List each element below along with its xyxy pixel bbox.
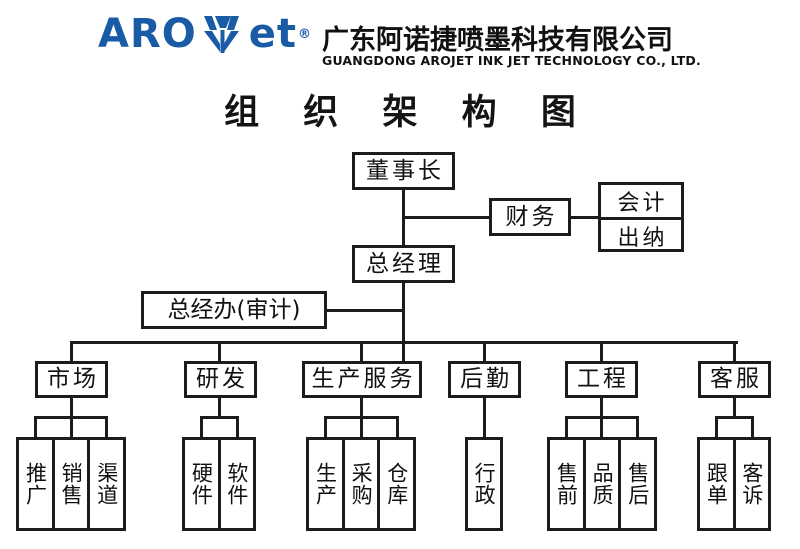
leaf-quality-label: 品质 (590, 462, 615, 506)
node-department-engineering-label: 工程 (577, 366, 629, 392)
leaf-warehouse[interactable]: 仓库 (380, 440, 413, 528)
leaf-pre-sales-label: 售前 (554, 462, 579, 506)
connector-engineering-child-1 (565, 416, 568, 438)
connector-logistics-to-admin (483, 396, 486, 438)
connector-department-bus (72, 341, 738, 344)
leaf-after-sales[interactable]: 售后 (621, 440, 654, 528)
connector-market-child-1 (34, 416, 37, 438)
node-gm-office-label: 总经办(审计) (167, 296, 301, 323)
leaf-purchasing[interactable]: 采购 (345, 440, 381, 528)
connector-service-stem (733, 396, 736, 418)
connector-bus-to-rd (218, 341, 221, 363)
leaf-market-promotion-label: 推广 (23, 462, 48, 506)
connector-production-child-3 (396, 416, 399, 438)
connector-rd-child-1 (200, 416, 203, 438)
leaf-market-channel-label: 渠道 (94, 462, 119, 506)
leaf-rd-software-label: 软件 (224, 462, 249, 506)
connector-service-child-1 (715, 416, 718, 438)
page-header: ARO et ® 广东阿诺捷喷墨科技有限公司 GUANGDO (0, 0, 800, 78)
node-chairman[interactable]: 董事长 (352, 152, 455, 190)
connector-production-stem (360, 396, 363, 418)
leaf-group-rd: 硬件 软件 (182, 437, 256, 531)
connector-rd-bar (200, 416, 239, 419)
node-department-production-service[interactable]: 生产服务 (302, 361, 422, 398)
node-gm-office[interactable]: 总经办(审计) (141, 291, 327, 329)
node-finance-label: 财务 (505, 203, 558, 230)
node-department-market-label: 市场 (47, 366, 99, 392)
leaf-pre-sales[interactable]: 售前 (550, 440, 586, 528)
connector-bus-to-market (70, 341, 73, 363)
node-department-logistics[interactable]: 后勤 (448, 361, 521, 398)
connector-market-stem (70, 396, 73, 418)
connector-engineering-child-2 (600, 416, 603, 438)
page-title: 组 织 架 构 图 (224, 93, 592, 133)
leaf-customer-complaint[interactable]: 客诉 (736, 440, 769, 528)
node-department-market[interactable]: 市场 (35, 361, 108, 398)
leaf-rd-software[interactable]: 软件 (221, 440, 254, 528)
node-department-logistics-label: 后勤 (460, 366, 512, 392)
node-department-engineering[interactable]: 工程 (565, 361, 638, 398)
connector-production-child-1 (324, 416, 327, 438)
company-name-en: GUANGDONG AROJET INK JET TECHNOLOGY CO.,… (322, 53, 701, 68)
connector-chairman-to-finance (402, 216, 491, 219)
leaf-administration-label: 行政 (472, 462, 497, 506)
arrow-leaf-mark-icon (201, 14, 245, 54)
leaf-market-promotion[interactable]: 推广 (19, 440, 55, 528)
connector-gm-to-gm-office (324, 309, 405, 312)
leaf-group-customer-service: 跟单 客诉 (697, 437, 771, 531)
connector-gm-trunk (402, 281, 405, 365)
company-name-cn: 广东阿诺捷喷墨科技有限公司 (322, 25, 673, 56)
leaf-order-follow-up[interactable]: 跟单 (700, 440, 736, 528)
connector-bus-to-engineering (600, 341, 603, 363)
connector-service-bar (715, 416, 754, 419)
node-accounting[interactable]: 会计 (601, 185, 681, 220)
leaf-after-sales-label: 售后 (625, 462, 650, 506)
connector-market-child-3 (105, 416, 108, 438)
leaf-quality[interactable]: 品质 (586, 440, 622, 528)
leaf-group-logistics: 行政 (465, 437, 503, 531)
logo-text-aro: ARO (98, 11, 197, 57)
connector-engineering-stem (600, 396, 603, 418)
leaf-purchasing-label: 采购 (349, 462, 374, 506)
company-logo: ARO et ® (98, 14, 311, 54)
node-finance[interactable]: 财务 (489, 198, 571, 236)
connector-service-child-2 (751, 416, 754, 438)
connector-rd-child-2 (236, 416, 239, 438)
connector-finance-to-accounting (569, 216, 600, 219)
leaf-rd-hardware-label: 硬件 (189, 462, 214, 506)
leaf-group-production-service: 生产 采购 仓库 (306, 437, 416, 531)
connector-bus-to-service (733, 341, 736, 363)
connector-bus-to-logistics (483, 341, 486, 363)
node-department-customer-service[interactable]: 客服 (698, 361, 771, 398)
connector-market-child-2 (70, 416, 73, 438)
leaf-group-engineering: 售前 品质 售后 (547, 437, 657, 531)
node-finance-children-group[interactable]: 会计 出纳 (598, 182, 684, 252)
leaf-production-label: 生产 (313, 462, 338, 506)
node-department-production-service-label: 生产服务 (311, 366, 416, 392)
registered-trademark-icon: ® (298, 26, 312, 42)
leaf-market-sales-label: 销售 (59, 462, 84, 506)
leaf-market-sales[interactable]: 销售 (55, 440, 91, 528)
leaf-warehouse-label: 仓库 (384, 462, 409, 506)
node-department-rd[interactable]: 研发 (184, 361, 257, 398)
node-cashier[interactable]: 出纳 (617, 226, 668, 251)
node-chairman-label: 董事长 (366, 157, 444, 184)
logo-text-et: et (248, 11, 298, 57)
connector-production-child-2 (360, 416, 363, 438)
leaf-production[interactable]: 生产 (309, 440, 345, 528)
node-department-rd-label: 研发 (196, 366, 248, 392)
connector-rd-stem (218, 396, 221, 418)
leaf-group-market: 推广 销售 渠道 (16, 437, 126, 531)
leaf-market-channel[interactable]: 渠道 (90, 440, 123, 528)
node-department-customer-service-label: 客服 (710, 366, 762, 392)
leaf-administration[interactable]: 行政 (468, 440, 500, 528)
connector-engineering-child-3 (636, 416, 639, 438)
node-general-manager[interactable]: 总经理 (352, 245, 455, 283)
leaf-customer-complaint-label: 客诉 (739, 462, 764, 506)
leaf-order-follow-up-label: 跟单 (704, 462, 729, 506)
connector-bus-to-production (360, 341, 363, 363)
node-general-manager-label: 总经理 (366, 250, 444, 277)
leaf-rd-hardware[interactable]: 硬件 (185, 440, 221, 528)
